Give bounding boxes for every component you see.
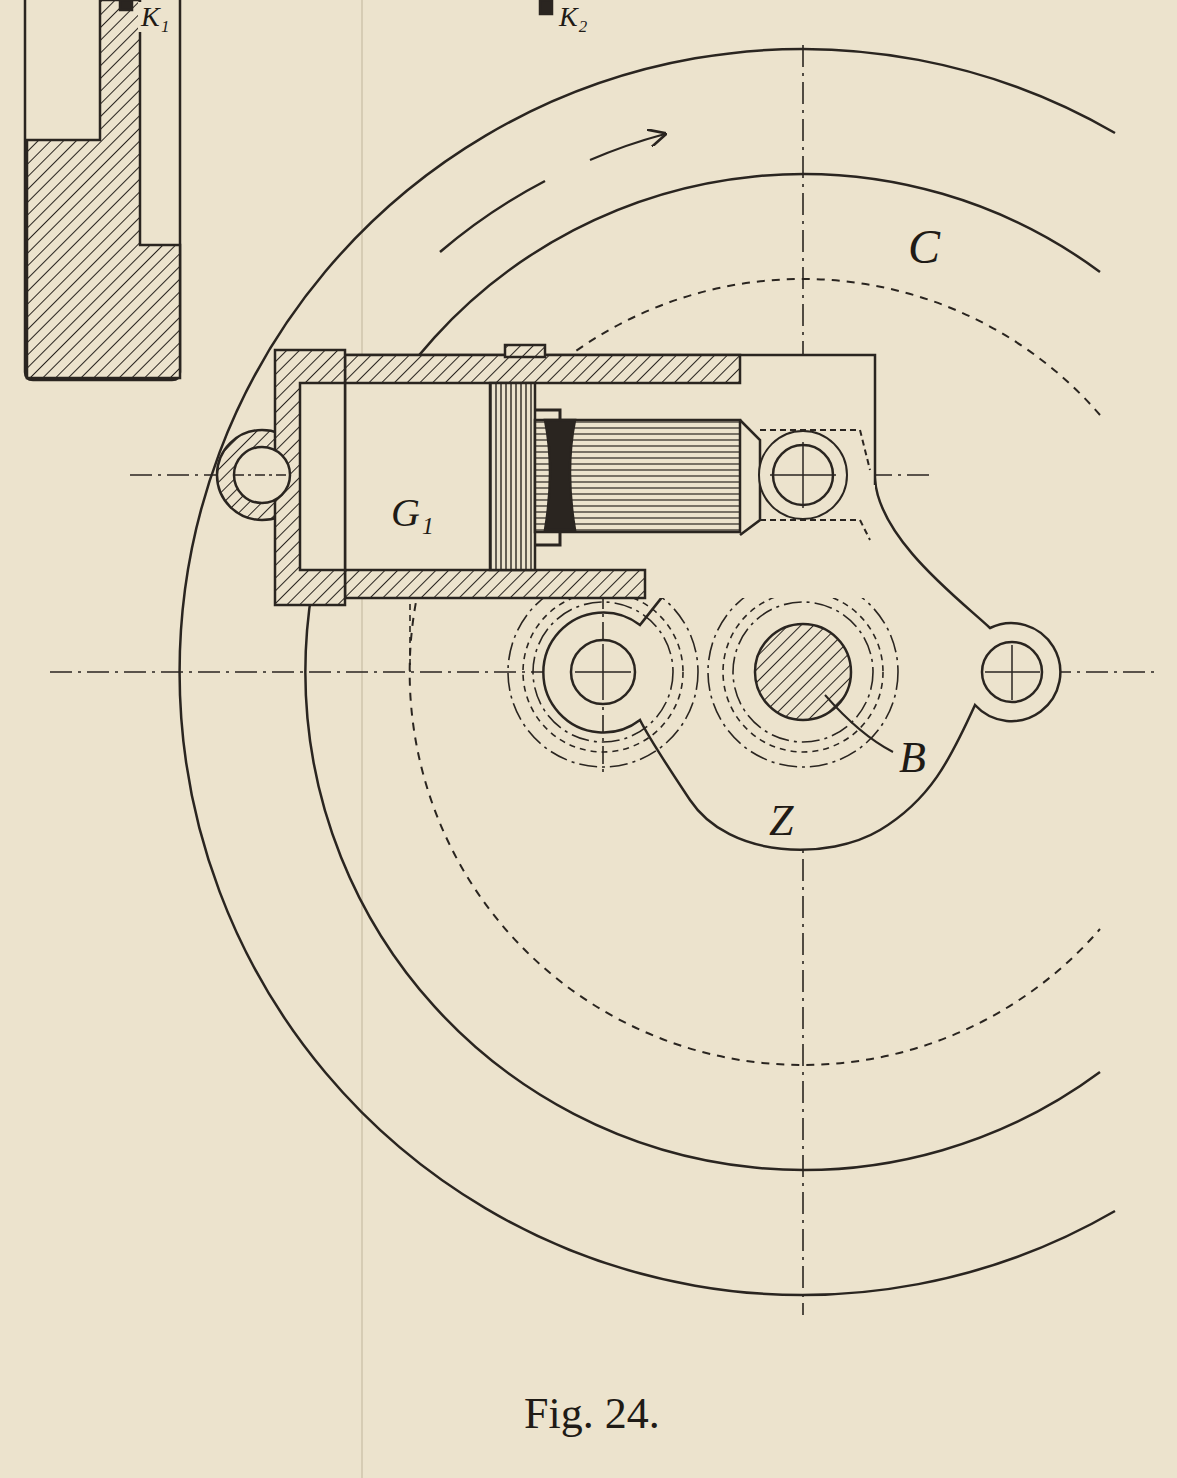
figure-caption: Fig. 24. xyxy=(524,1392,660,1436)
page-gutter xyxy=(361,0,363,1478)
leader-line xyxy=(825,695,893,752)
part-label: K₂ xyxy=(556,2,590,32)
part-label: C xyxy=(905,222,943,272)
part-label: K₁ xyxy=(138,2,172,32)
center-lines xyxy=(50,45,1160,1315)
part-label: Z xyxy=(766,798,796,844)
part-label: G₁ xyxy=(388,492,437,534)
cylinder xyxy=(217,345,875,605)
part-label: B xyxy=(896,735,929,781)
section-detail xyxy=(25,0,552,380)
